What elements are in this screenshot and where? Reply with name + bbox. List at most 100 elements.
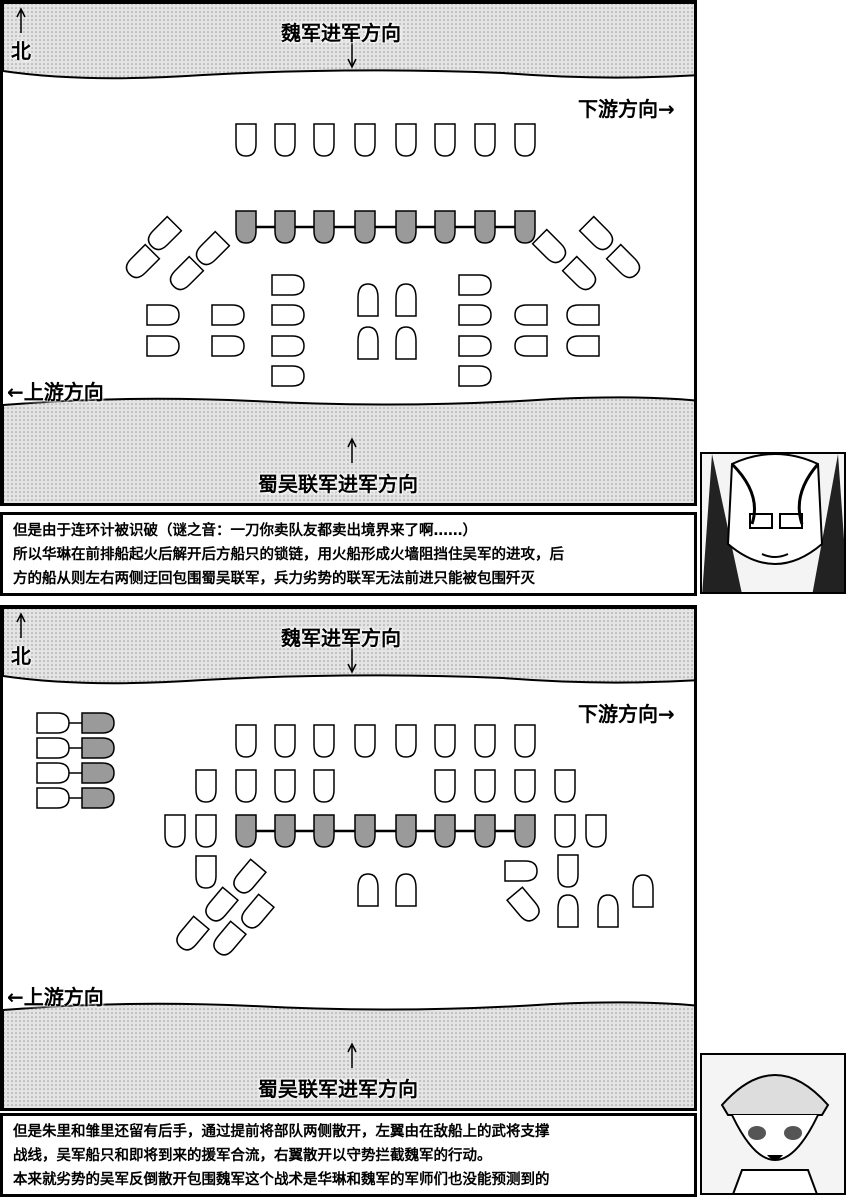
north-riverbank xyxy=(3,608,694,685)
caption-box-1: 但是由于连环计被识破（谜之音：一刀你卖队友都卖出境界来了啊……） 所以华琳在前排… xyxy=(0,512,697,596)
burning-ship xyxy=(514,210,536,244)
downstream-label: 下游方向→ xyxy=(578,702,675,726)
burning-ship xyxy=(474,814,496,848)
ship xyxy=(271,365,305,387)
ship xyxy=(274,769,296,803)
ship xyxy=(585,814,607,848)
ship xyxy=(566,335,600,357)
burning-ship xyxy=(395,814,417,848)
ship xyxy=(632,874,654,908)
ship xyxy=(195,814,217,848)
ship xyxy=(274,123,296,157)
ship xyxy=(395,873,417,907)
ship xyxy=(195,230,231,266)
wei-advance-label: 魏军进军方向 xyxy=(281,626,401,650)
ship xyxy=(458,335,492,357)
caption-line: 本来就劣势的吴军反倒散开包围魏军这个战术是华琳和魏军的军师们也没能预测到的 xyxy=(13,1172,550,1188)
character-portrait-2 xyxy=(700,1053,846,1195)
burning-ship xyxy=(313,814,335,848)
battle-diagram-2: 北 魏军进军方向 下游方向→ ←上游方向 蜀吴联军进军方向 xyxy=(0,605,697,1111)
burning-ship xyxy=(395,210,417,244)
ship xyxy=(195,855,217,889)
ship xyxy=(313,724,335,758)
ship xyxy=(514,769,536,803)
ship xyxy=(36,712,70,734)
burning-ship xyxy=(354,210,376,244)
caption-line: 所以华琳在前排船起火后解开后方船只的锁链，用火船形成火墙阻挡住吴军的进攻，后 xyxy=(13,547,564,563)
ship xyxy=(169,255,205,291)
diagram-canvas xyxy=(3,3,694,503)
burning-ship xyxy=(81,787,115,809)
down-arrow-icon xyxy=(347,43,357,69)
ship xyxy=(557,854,579,888)
downstream-label: 下游方向→ xyxy=(578,97,675,121)
ship xyxy=(357,873,379,907)
ship xyxy=(566,304,600,326)
burning-ship xyxy=(434,814,456,848)
burning-ship xyxy=(81,762,115,784)
ship xyxy=(561,255,597,291)
ship xyxy=(434,123,456,157)
character-illustration xyxy=(702,454,844,592)
ship xyxy=(434,724,456,758)
diagram-canvas xyxy=(3,608,694,1108)
north-label: 北 xyxy=(11,39,31,63)
caption-line: 方的船从则左右两侧迂回包围蜀吴联军，兵力劣势的联军无法前进只能被包围歼灭 xyxy=(13,571,535,587)
burning-ship xyxy=(514,814,536,848)
character-illustration xyxy=(720,1074,830,1193)
ship xyxy=(505,886,540,922)
north-arrow-icon xyxy=(16,7,26,33)
ship xyxy=(514,335,548,357)
ship xyxy=(271,304,305,326)
burning-ship xyxy=(81,712,115,734)
ship xyxy=(125,243,161,279)
ship xyxy=(235,123,257,157)
ship xyxy=(146,335,180,357)
up-arrow-icon xyxy=(347,1042,357,1068)
burning-ship xyxy=(434,210,456,244)
south-riverbank xyxy=(3,396,694,503)
upstream-label: ←上游方向 xyxy=(7,380,104,404)
ship xyxy=(474,724,496,758)
ship xyxy=(195,769,217,803)
ship xyxy=(271,335,305,357)
ship xyxy=(531,228,567,264)
ship xyxy=(514,724,536,758)
ship xyxy=(36,762,70,784)
north-riverbank xyxy=(3,3,694,80)
ship xyxy=(605,243,641,279)
ship xyxy=(554,769,576,803)
ship xyxy=(274,724,296,758)
ship xyxy=(211,304,245,326)
ship xyxy=(554,814,576,848)
north-label: 北 xyxy=(11,644,31,668)
ship xyxy=(36,787,70,809)
south-riverbank xyxy=(3,1001,694,1108)
burning-ship xyxy=(235,814,257,848)
ship xyxy=(354,123,376,157)
ship xyxy=(205,886,240,922)
ship xyxy=(458,274,492,296)
ship xyxy=(176,915,211,951)
up-arrow-icon xyxy=(347,437,357,463)
burning-ship xyxy=(354,814,376,848)
ship xyxy=(213,920,248,956)
ship xyxy=(458,304,492,326)
battle-diagram-1: 北 魏军进军方向 下游方向→ ←上游方向 蜀吴联军进军方向 xyxy=(0,0,697,506)
wei-advance-label: 魏军进军方向 xyxy=(281,21,401,45)
burning-ship xyxy=(474,210,496,244)
upstream-label: ←上游方向 xyxy=(7,985,104,1009)
ship xyxy=(147,215,183,251)
ship xyxy=(434,769,456,803)
ship xyxy=(514,304,548,326)
ship xyxy=(504,860,538,882)
caption-line: 但是由于连环计被识破（谜之音：一刀你卖队友都卖出境界来了啊……） xyxy=(13,523,477,539)
ship xyxy=(395,724,417,758)
ship xyxy=(357,326,379,360)
ship xyxy=(271,274,305,296)
caption-line: 但是朱里和雏里还留有后手，通过提前将部队两侧散开，左翼由在敌船上的武将支撑 xyxy=(13,1124,550,1140)
north-arrow-icon xyxy=(16,612,26,638)
burning-ship xyxy=(274,210,296,244)
caption-line: 战线，吴军船只和即将到来的援军合流，右翼散开以守势拦截魏军的行动。 xyxy=(13,1148,492,1164)
